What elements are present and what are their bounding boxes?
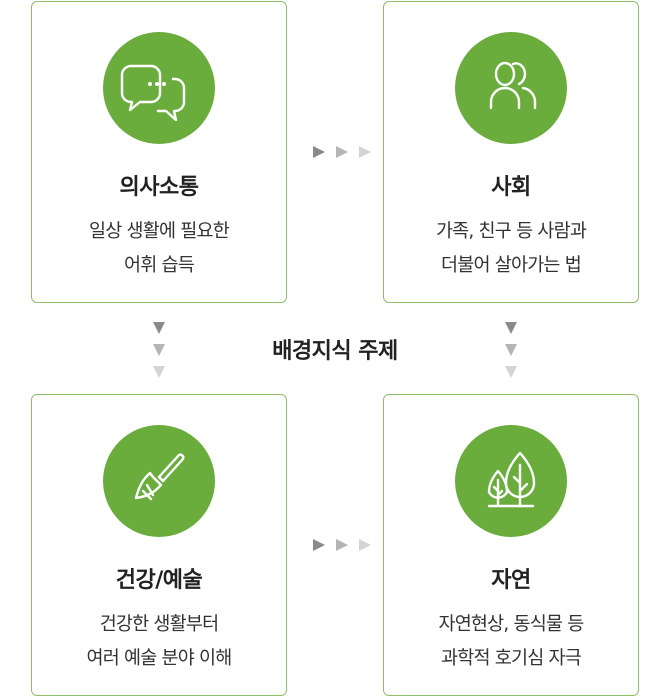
card-description-line: 건강한 생활부터 [99, 614, 219, 635]
brush-icon [103, 425, 215, 537]
flow-arrows-right [313, 146, 371, 158]
card-description-line: 자연현상, 동식물 등 [438, 614, 584, 635]
card-description-line: 더불어 살아가는 법 [441, 255, 582, 276]
card-description-line: 일상 생활에 필요한 [89, 221, 230, 242]
flow-arrows-down [505, 322, 517, 378]
topic-card-communication: 의사소통 일상 생활에 필요한 어휘 습득 [31, 1, 287, 303]
card-description: 일상 생활에 필요한 어휘 습득 [32, 215, 286, 283]
topic-card-health-art: 건강/예술 건강한 생활부터 여러 예술 분야 이해 [31, 394, 287, 696]
flow-arrows-down [153, 322, 165, 378]
speech-bubbles-icon [103, 32, 215, 144]
card-title: 건강/예술 [115, 568, 203, 593]
topic-card-society: 사회 가족, 친구 등 사람과 더불어 살아가는 법 [383, 1, 639, 303]
card-title: 사회 [491, 175, 531, 200]
card-description-line: 어휘 습득 [124, 255, 195, 276]
center-topic-label: 배경지식 주제 [272, 339, 398, 364]
card-title: 자연 [491, 568, 531, 593]
card-description: 건강한 생활부터 여러 예술 분야 이해 [32, 608, 286, 676]
card-description: 자연현상, 동식물 등 과학적 호기심 자극 [384, 608, 638, 676]
card-title: 의사소통 [119, 175, 199, 200]
card-description-line: 가족, 친구 등 사람과 [435, 221, 587, 242]
card-description-line: 여러 예술 분야 이해 [86, 648, 232, 669]
card-description: 가족, 친구 등 사람과 더불어 살아가는 법 [384, 215, 638, 283]
topic-card-nature: 자연 자연현상, 동식물 등 과학적 호기심 자극 [383, 394, 639, 696]
people-icon [455, 32, 567, 144]
card-description-line: 과학적 호기심 자극 [441, 648, 582, 669]
trees-icon [455, 425, 567, 537]
flow-arrows-right [313, 539, 371, 551]
